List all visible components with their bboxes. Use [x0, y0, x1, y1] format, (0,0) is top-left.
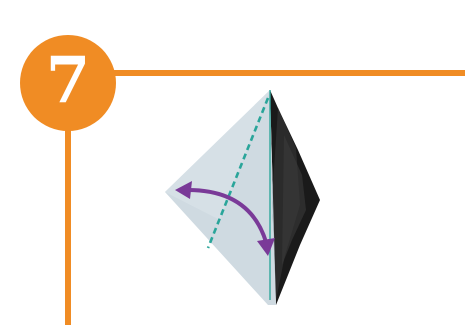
origami-model — [165, 90, 320, 305]
step-number: 7 — [46, 49, 91, 113]
step-number-badge: 7 — [20, 35, 116, 131]
